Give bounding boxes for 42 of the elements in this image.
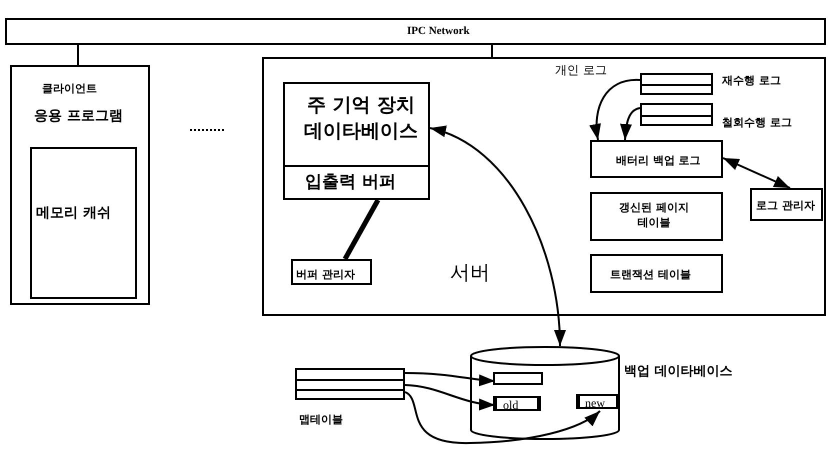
table-box [590,192,723,241]
arrow [722,157,790,189]
box-label: new [585,396,605,411]
side-label: 철회수행 로그 [722,115,792,130]
slot-box [493,396,541,411]
manager-box [750,188,823,221]
connector-line [342,198,380,260]
box-label: 배터리 백업 로그 [616,153,701,168]
arrow [404,391,601,444]
server-box [262,57,826,316]
box-label: 주 기억 장치 데이타베이스 [303,93,419,144]
arrow [620,107,640,140]
connector-line [491,45,493,57]
side-label: 재수행 로그 [722,73,781,88]
log-box [590,140,723,178]
client-box [10,65,150,305]
side-label: 맵테이블 [299,412,343,427]
cache-box [30,147,137,299]
table-box [590,254,723,293]
arrow [404,384,496,410]
manager-box [291,259,372,285]
database-box [283,82,430,200]
box-label: 클라이언트 [42,81,97,96]
network-bus-box [5,18,826,45]
side-label: 백업 데이타베이스 [624,363,733,380]
box-label: 버퍼 관리자 [296,267,355,282]
note-label: 개인 로그 [555,62,607,79]
box-label: 로그 관리자 [756,198,815,213]
slot-box [576,394,620,409]
slot-box [493,372,543,385]
box-label: 입출력 버퍼 [305,171,396,193]
arrow [590,79,640,140]
box-label: 메모리 캐쉬 [36,204,111,222]
box-label: old [503,398,518,413]
arrow [404,372,496,386]
box-label: 응용 프로그램 [34,107,123,125]
box-label: IPC Network [407,25,470,37]
connector-line [77,45,79,65]
box-label: 갱신된 페이지 테이블 [618,200,690,230]
box-label: 트랜잭션 테이블 [610,267,691,282]
arrow [430,127,566,346]
server-label: 서버 [450,259,490,286]
